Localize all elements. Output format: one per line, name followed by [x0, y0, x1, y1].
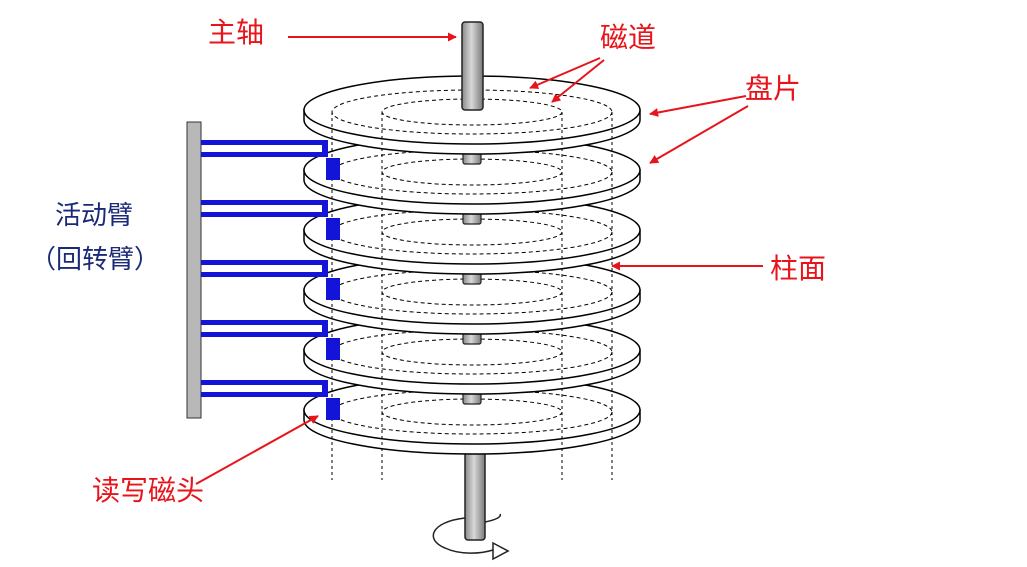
platter	[303, 315, 641, 405]
read-write-head	[326, 218, 340, 240]
platter	[303, 195, 641, 285]
arm-joint	[322, 380, 328, 397]
arm-bar-upper	[201, 380, 326, 385]
arm-joint	[322, 200, 328, 217]
read-write-head	[326, 338, 340, 360]
arrow-track-outer	[529, 57, 601, 89]
platter	[303, 255, 641, 345]
arm	[201, 140, 328, 157]
read-write-head	[326, 158, 340, 180]
label-head: 读写磁头	[92, 474, 204, 507]
arrow-platter-second	[649, 105, 749, 164]
actuator-arm	[186, 121, 340, 420]
arm-joint	[322, 140, 328, 157]
rotation-arrow-icon	[432, 513, 510, 561]
label-arm-line2: （回转臂）	[30, 245, 160, 275]
arm	[201, 158, 340, 217]
arm-bar-lower	[201, 152, 326, 157]
arrow-track-inner	[551, 59, 605, 103]
label-spindle: 主轴	[208, 16, 264, 49]
read-write-head	[326, 398, 340, 420]
arm	[201, 218, 340, 277]
arm-bar-upper	[201, 320, 326, 325]
arm-bar-lower	[201, 392, 326, 397]
arm-joint	[322, 260, 328, 277]
arm	[201, 338, 340, 397]
arm-bar-lower	[201, 332, 326, 337]
platter	[303, 135, 641, 225]
read-write-head	[326, 278, 340, 300]
arrow-head	[195, 415, 319, 485]
arm-set	[201, 140, 340, 420]
arm-bar-lower	[201, 272, 326, 277]
arm-bar-upper	[201, 200, 326, 205]
label-track: 磁道	[600, 21, 656, 54]
spindle-bottom	[464, 444, 486, 541]
spindle-top	[461, 21, 484, 111]
pointer-arrows	[195, 32, 763, 485]
label-platter: 盘片	[745, 72, 801, 105]
arm	[201, 278, 340, 337]
label-arm-line1: 活动臂	[55, 201, 133, 231]
arm-bar-lower	[201, 212, 326, 217]
arrow-platter-top	[649, 95, 747, 117]
label-cylinder: 柱面	[770, 252, 826, 285]
arm-rod	[186, 121, 202, 419]
arm-joint	[322, 320, 328, 337]
platter-stack	[303, 75, 641, 455]
arm	[326, 398, 340, 420]
arm-bar-upper	[201, 260, 326, 265]
arm-bar-upper	[201, 140, 326, 145]
